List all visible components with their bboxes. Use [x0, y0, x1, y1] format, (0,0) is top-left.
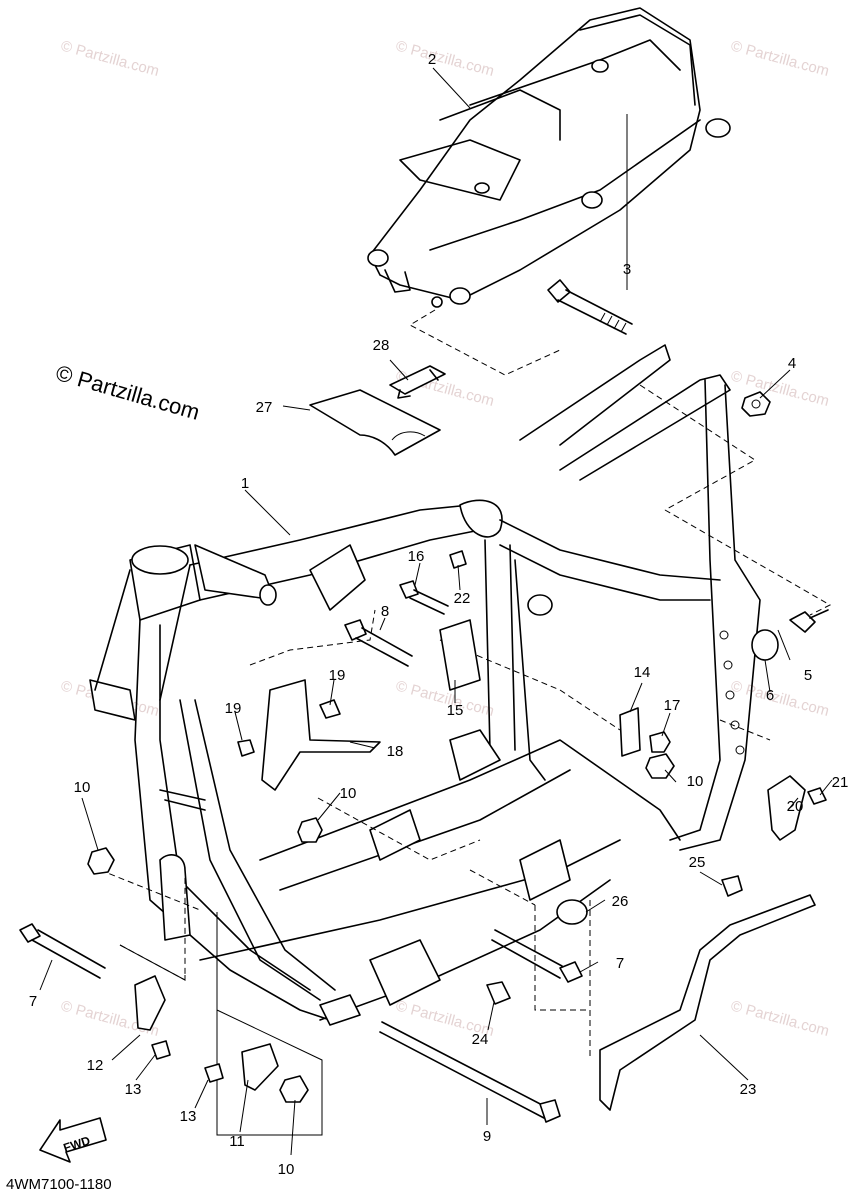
- part-label-12: 12: [87, 1057, 104, 1074]
- part-label-26: 26: [612, 893, 629, 910]
- part-label-16: 16: [408, 548, 425, 565]
- part-label-25: 25: [689, 854, 706, 871]
- fwd-arrow-icon: [39, 1117, 107, 1163]
- part-label-4: 4: [788, 355, 796, 372]
- watermark: © Partzilla.com: [729, 677, 831, 720]
- part-label-8: 8: [381, 603, 389, 620]
- part-label-1: 1: [241, 475, 249, 492]
- small-parts: [19, 391, 829, 1163]
- part-label-10: 10: [278, 1161, 295, 1178]
- part-label-7: 7: [616, 955, 624, 972]
- part-label-20: 20: [787, 798, 804, 815]
- part-label-6: 6: [766, 687, 774, 704]
- part-label-21: 21: [832, 774, 849, 791]
- part-labels: 1 2 3 4 5 6 7 7 8 9 10 10 10 10 11 12 13…: [29, 51, 849, 1178]
- part-label-11: 11: [229, 1133, 245, 1150]
- leader-lines: [39, 67, 833, 1156]
- watermark: © Partzilla.com: [59, 37, 161, 80]
- part-label-15: 15: [447, 702, 464, 719]
- part-label-14: 14: [634, 664, 651, 681]
- part-label-19: 19: [225, 700, 242, 717]
- part-label-24: 24: [472, 1031, 489, 1048]
- bolt-part-3: [547, 114, 633, 335]
- watermark: © Partzilla.com: [394, 677, 496, 720]
- part-label-10: 10: [74, 779, 91, 796]
- part-label-18: 18: [387, 743, 404, 760]
- part-label-3: 3: [623, 261, 631, 278]
- part-label-13: 13: [125, 1081, 142, 1098]
- part-label-13: 13: [180, 1108, 197, 1125]
- part-label-19: 19: [329, 667, 346, 684]
- part-label-28: 28: [373, 337, 390, 354]
- part-label-2: 2: [428, 51, 436, 68]
- cover-part-27: [282, 389, 441, 456]
- part-label-10: 10: [340, 785, 357, 802]
- bracket-part-28: [389, 359, 446, 399]
- watermark: © Partzilla.com: [394, 37, 496, 80]
- part-label-7: 7: [29, 993, 37, 1010]
- part-label-23: 23: [740, 1081, 757, 1098]
- part-label-27: 27: [256, 399, 273, 416]
- rear-frame-part-2: [367, 7, 731, 308]
- part-label-9: 9: [483, 1128, 491, 1145]
- watermark: © Partzilla.com: [729, 37, 831, 80]
- part-label-22: 22: [454, 590, 471, 607]
- part-label-5: 5: [804, 667, 812, 684]
- part-label-10: 10: [687, 773, 704, 790]
- guide-lines: [99, 309, 832, 1136]
- diagram-code: 4WM7100-1180: [6, 1176, 112, 1193]
- part-label-17: 17: [664, 697, 681, 714]
- main-frame-part-1: [89, 344, 761, 1026]
- watermark: © Partzilla.com: [729, 997, 831, 1040]
